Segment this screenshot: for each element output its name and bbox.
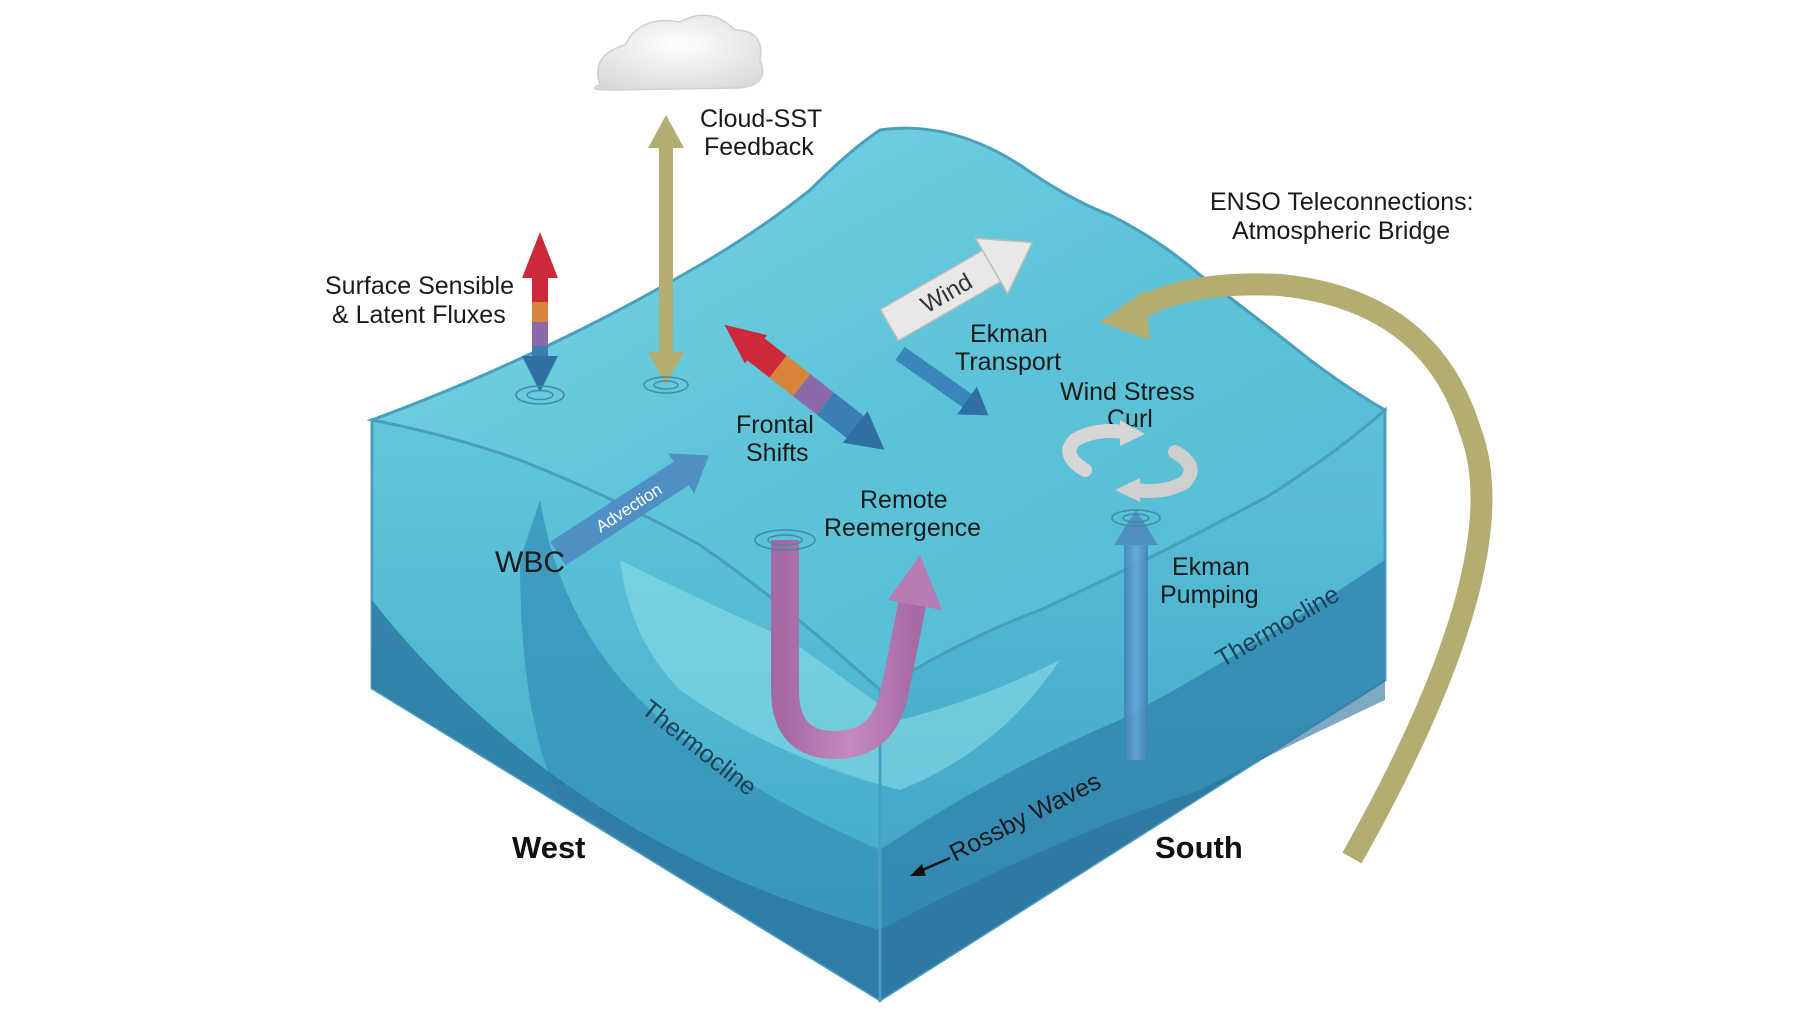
wbc-label: WBC	[495, 546, 565, 579]
south-deep-band	[880, 680, 1385, 1000]
ekman-pumping-label-line2: Pumping	[1160, 581, 1259, 609]
rossby-arrow	[910, 856, 951, 876]
circular-arrows-icon	[1062, 420, 1198, 502]
frontal-shifts-arrow	[724, 324, 885, 450]
ekman-transport-label-line1: Ekman	[970, 320, 1048, 348]
cloud-icon	[593, 14, 764, 91]
remote-reemergence-label-line2: Reemergence	[824, 514, 981, 542]
west-thermocline-band	[520, 500, 880, 1000]
cloud-sst-arrow	[643, 115, 689, 394]
frontal-shifts-label-line1: Frontal	[736, 411, 814, 439]
cloud-sst-label-line2: Feedback	[704, 133, 814, 161]
ekman-pumping-arrow	[1111, 509, 1161, 760]
surface-fluxes-label-line2: & Latent Fluxes	[332, 301, 506, 329]
inner-glow	[620, 560, 1060, 790]
surface-fluxes-arrow	[515, 232, 565, 405]
ekman-pumping-label-line1: Ekman	[1172, 553, 1250, 581]
cloud-sst-label-line1: Cloud-SST	[700, 105, 822, 133]
west-deep-band	[372, 600, 880, 1000]
remote-reemergence-label-line1: Remote	[860, 486, 948, 514]
wind-stress-curl-label-line1: Wind Stress	[1060, 378, 1195, 406]
enso-bridge-arrow	[1100, 273, 1493, 864]
surface-fluxes-label-line1: Surface Sensible	[325, 272, 514, 300]
enso-label-line2: Atmospheric Bridge	[1232, 217, 1450, 245]
south-label: South	[1155, 830, 1243, 865]
ekman-transport-arrow	[895, 346, 989, 416]
ekman-transport-label-line2: Transport	[955, 348, 1061, 376]
frontal-shifts-label-line2: Shifts	[746, 439, 809, 467]
remote-reemergence-arrow	[754, 529, 942, 760]
enso-label-line1: ENSO Teleconnections:	[1210, 188, 1474, 216]
west-label: West	[512, 830, 586, 865]
